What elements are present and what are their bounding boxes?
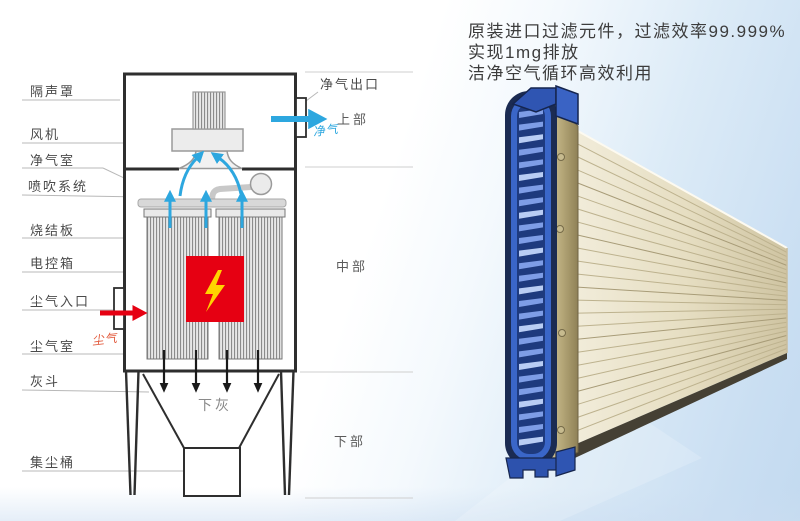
frame-top-cap xyxy=(511,84,579,126)
schematic: 隔声罩 风机 净气室 喷吹系统 烧结板 电控箱 尘气入口 尘气室 灰斗 集尘桶 … xyxy=(21,71,413,499)
ash-hopper xyxy=(142,373,280,449)
panel-top-highlight xyxy=(559,120,788,249)
label-silencer: 隔声罩 xyxy=(30,84,75,99)
silencer-muffler xyxy=(192,91,226,130)
dust-collection-barrel xyxy=(183,447,241,497)
label-upper-zone: 上部 xyxy=(337,112,369,127)
comb-teeth xyxy=(519,109,543,446)
label-dust-inlet: 尘气入口 xyxy=(30,294,90,309)
ash-down-arrows xyxy=(159,350,263,393)
label-dust-chamber: 尘气室 xyxy=(30,339,75,354)
label-middle-zone: 中部 xyxy=(336,259,368,274)
label-dust-air-flow: 尘气 xyxy=(91,331,120,348)
background-sheen xyxy=(455,398,702,521)
panel-bottom-shadow xyxy=(560,353,787,464)
pleated-filter-media xyxy=(560,121,787,451)
filter-element-photo xyxy=(455,84,788,521)
background-gradient xyxy=(0,487,800,521)
lightning-icon xyxy=(205,270,225,312)
headline-line-3: 洁净空气循环高效利用 xyxy=(468,64,653,83)
label-control-box: 电控箱 xyxy=(30,256,75,271)
left-labels: 隔声罩 风机 净气室 喷吹系统 烧结板 电控箱 尘气入口 尘气室 灰斗 集尘桶 xyxy=(28,84,90,470)
blow-nozzle xyxy=(249,172,273,196)
label-blow-system: 喷吹系统 xyxy=(28,179,88,194)
label-dust-barrel: 集尘桶 xyxy=(30,455,75,470)
headline-line-1: 原装进口过滤元件，过滤效率99.999% xyxy=(468,22,787,41)
headline-text: 原装进口过滤元件，过滤效率99.999% 实现1mg排放 洁净空气循环高效利用 xyxy=(468,21,798,84)
support-legs xyxy=(124,370,295,496)
label-ash-discharge: 下灰 xyxy=(198,397,232,413)
label-sintered-plate: 烧结板 xyxy=(30,223,75,238)
label-fan: 风机 xyxy=(30,127,60,142)
updraft-arrows xyxy=(164,150,248,228)
label-ash-hopper: 灰斗 xyxy=(30,374,60,389)
inlet-flange xyxy=(113,287,125,330)
fan-housing xyxy=(171,128,244,152)
headline-line-2: 实现1mg排放 xyxy=(468,43,580,62)
frame-bottom-feet xyxy=(505,446,576,479)
zone-lines xyxy=(300,71,413,499)
tube-sheet-plate xyxy=(137,198,287,208)
label-clean-outlet: 净气出口 xyxy=(320,77,380,92)
right-labels: 净气出口 上部 中部 下部 xyxy=(320,77,380,449)
label-lower-zone: 下部 xyxy=(334,434,366,449)
pleat-lines xyxy=(559,134,788,438)
label-clean-chamber: 净气室 xyxy=(30,153,75,168)
label-clean-air-flow: 净气 xyxy=(312,122,341,139)
